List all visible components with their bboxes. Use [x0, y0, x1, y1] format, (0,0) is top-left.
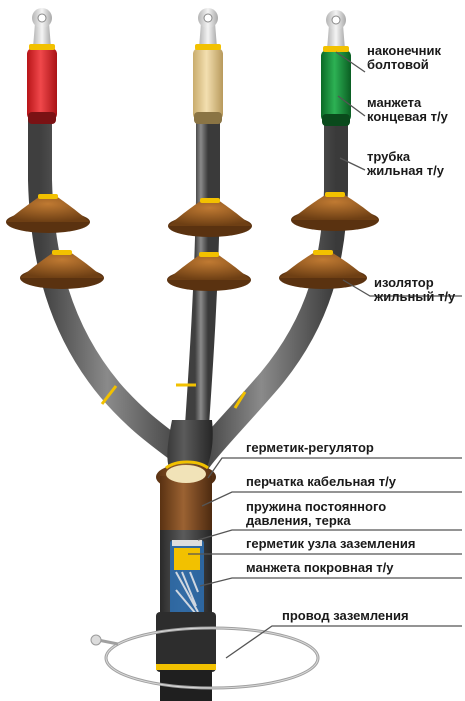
label-bolt-lug: наконечник болтовой	[367, 44, 441, 72]
insulator-right-upper	[291, 192, 379, 231]
label-end-cuff-line1: манжета	[367, 96, 448, 110]
insulator-middle-upper	[168, 198, 252, 237]
label-sealant-regulator-text: герметик-регулятор	[246, 441, 374, 455]
insulator-left-lower	[20, 250, 104, 289]
label-ground-sealant-text: герметик узла заземления	[246, 537, 415, 551]
label-core-tube-line1: трубка	[367, 150, 444, 164]
label-end-cuff-line2: концевая т/у	[367, 110, 448, 124]
label-core-tube-line2: жильная т/у	[367, 164, 444, 178]
label-cable-glove-text: перчатка кабельная т/у	[246, 475, 396, 489]
label-end-cuff: манжета концевая т/у	[367, 96, 448, 124]
label-ground-wire-text: провод заземления	[282, 609, 409, 623]
end-cuff-green	[321, 50, 351, 126]
label-spring: пружина постоянного давления, терка	[246, 500, 386, 528]
label-cable-glove: перчатка кабельная т/у	[246, 475, 396, 489]
label-sealant-regulator: герметик-регулятор	[246, 441, 374, 455]
label-core-insulator-line2: жильный т/у	[374, 290, 455, 304]
end-cuff-red	[27, 48, 57, 124]
label-bolt-lug-line2: болтовой	[367, 58, 441, 72]
label-core-insulator: изолятор жильный т/у	[374, 276, 455, 304]
bolt-lug-right	[323, 10, 349, 52]
label-core-tube: трубка жильная т/у	[367, 150, 444, 178]
insulator-right-lower	[279, 250, 367, 289]
label-cover-cuff-text: манжета покровная т/у	[246, 561, 394, 575]
label-ground-sealant: герметик узла заземления	[246, 537, 415, 551]
label-ground-wire: провод заземления	[282, 609, 409, 623]
label-bolt-lug-line1: наконечник	[367, 44, 441, 58]
bolt-lug-middle	[195, 8, 221, 50]
label-spring-line2: давления, терка	[246, 514, 386, 528]
bolt-lug-left	[29, 8, 55, 50]
end-cuff-beige	[193, 48, 223, 124]
label-core-insulator-line1: изолятор	[374, 276, 455, 290]
label-spring-line1: пружина постоянного	[246, 500, 386, 514]
label-cover-cuff: манжета покровная т/у	[246, 561, 394, 575]
insulator-left-upper	[6, 194, 90, 233]
insulator-middle-lower	[167, 252, 251, 291]
